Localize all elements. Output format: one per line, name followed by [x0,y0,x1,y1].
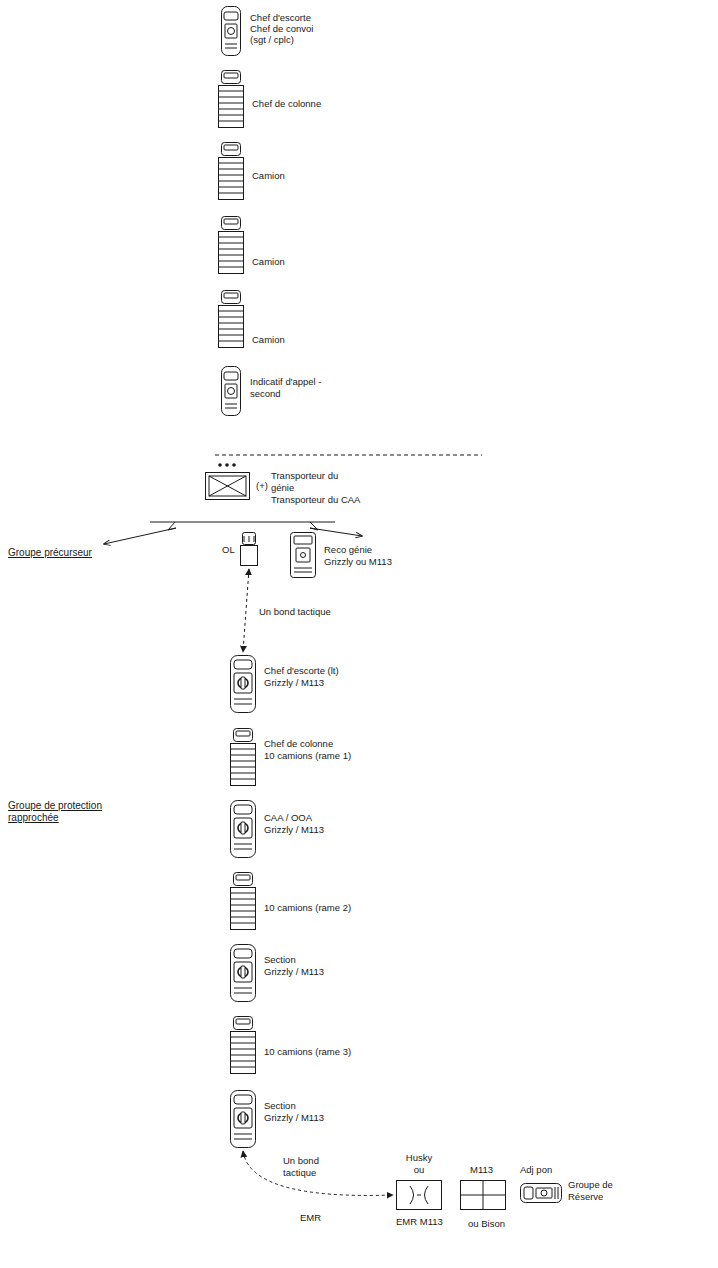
truck-vehicle-icon [218,290,244,348]
vehicle-label: Grizzly / M113 [264,677,324,689]
truck-vehicle-icon [230,728,256,786]
apc-vehicle-icon [230,1090,256,1148]
vehicle-label: Transporteur du CAA [271,494,360,506]
vehicle-node: SectionGrizzly / M113 [230,1090,256,1148]
vehicle-node: Camion [218,216,244,274]
vehicle-label: Grizzly ou M113 [324,556,392,568]
vehicle-label: Adj pon [520,1164,552,1176]
vehicle-node: Transporteur du génieTransporteur du CAA [205,472,250,500]
vehicle-label: 10 camions (rame 1) [264,750,351,762]
vehicle-label: ou Bison [468,1218,505,1230]
vehicle-node: SectionGrizzly / M113 [230,944,256,1002]
vehicle-node: Adj ponGroupe de Réserve [520,1183,562,1203]
apc-vehicle-icon [230,944,256,1002]
vehicle-node: 10 camions (rame 3) [230,1016,256,1074]
vehicle-node: Chef d'escorteChef de convoi(sgt / cplc) [220,6,242,56]
group-label: Groupe précurseur [8,547,92,559]
truck-vehicle-icon [218,70,244,128]
vehicle-node: Chef de colonne10 camions (rame 1) [230,728,256,786]
vehicle-label: Camion [252,256,285,268]
vehicle-node: Reco génieGrizzly ou M113 [290,532,316,578]
vehicle-label: EMR M113 [396,1216,443,1228]
adj-vehicle-icon [520,1183,562,1203]
truck-vehicle-icon [218,216,244,274]
vehicle-label: Chef de colonne [252,98,321,110]
vehicle-node: 10 camions (rame 2) [230,872,256,930]
vehicle-label: Grizzly / M113 [264,824,324,836]
vehicle-node: CAA / OOAGrizzly / M113 [230,800,256,858]
dots [218,463,236,467]
vehicle-label: Chef d'escorte [250,12,311,24]
vehicle-label: M113 [470,1164,493,1176]
vehicle-label: Grizzly / M113 [264,1112,324,1124]
truck-vehicle-icon [218,142,244,200]
vehicle-label: CAA / OOA [264,812,312,824]
note-label: EMR [300,1212,321,1224]
vehicle-node: OL [240,532,258,566]
vehicle-label: 10 camions (rame 2) [264,902,351,914]
vehicle-label: (sgt / cplc) [250,34,294,46]
vehicle-label: Grizzly / M113 [264,966,324,978]
truck-vehicle-icon [230,1016,256,1074]
vehicle-label: Groupe de Réserve [568,1179,626,1202]
grid-vehicle-icon [460,1180,506,1210]
apc-vehicle-icon [230,655,256,713]
vehicle-label: 10 camions (rame 3) [264,1046,351,1058]
vehicle-label: Chef de convoi [250,23,313,35]
split-arrow-left [104,522,176,544]
light-vehicle-icon [220,6,242,56]
vehicle-label: Camion [252,334,285,346]
vehicle-node: Chef d'escorte (lt)Grizzly / M113 [230,655,256,713]
reco-vehicle-icon [290,532,316,578]
ol-vehicle-icon [240,532,258,566]
vehicle-label: Transporteur du génie [271,470,341,493]
vehicle-node: Husky ouEMR M113 [396,1180,442,1210]
split-arrow-right [310,522,362,536]
husky-vehicle-icon [396,1180,442,1210]
vehicle-label: Husky ou [404,1152,434,1175]
vehicle-label: Indicatif d'appel - second [250,376,345,399]
bound-connector [243,1151,393,1195]
box-vehicle-icon [205,472,250,500]
vehicle-label: Section [264,954,296,966]
vehicle-node: Indicatif d'appel - second [220,366,242,416]
note-label: (+) [256,480,268,492]
vehicle-label: Camion [252,170,285,182]
edge-label: Un bond tactique [258,606,332,618]
vehicle-node: M113ou Bison [460,1180,506,1210]
vehicle-node: Camion [218,142,244,200]
vehicle-label: Chef de colonne [264,738,333,750]
vehicle-label: Reco génie [324,544,372,556]
apc-vehicle-icon [230,800,256,858]
edge-label: Un bond tactique [282,1155,332,1178]
vehicle-node: Chef de colonne [218,70,244,128]
group-label: Groupe de protection rapprochée [8,800,126,824]
vehicle-label: Section [264,1100,296,1112]
vehicle-label: OL [222,544,235,556]
light-vehicle-icon [220,366,242,416]
truck-vehicle-icon [230,872,256,930]
separator-line [215,455,482,456]
vehicle-label: Chef d'escorte (lt) [264,665,339,677]
vehicle-node: Camion [218,290,244,348]
bound-connector [243,569,249,652]
split-bracket [150,522,335,523]
